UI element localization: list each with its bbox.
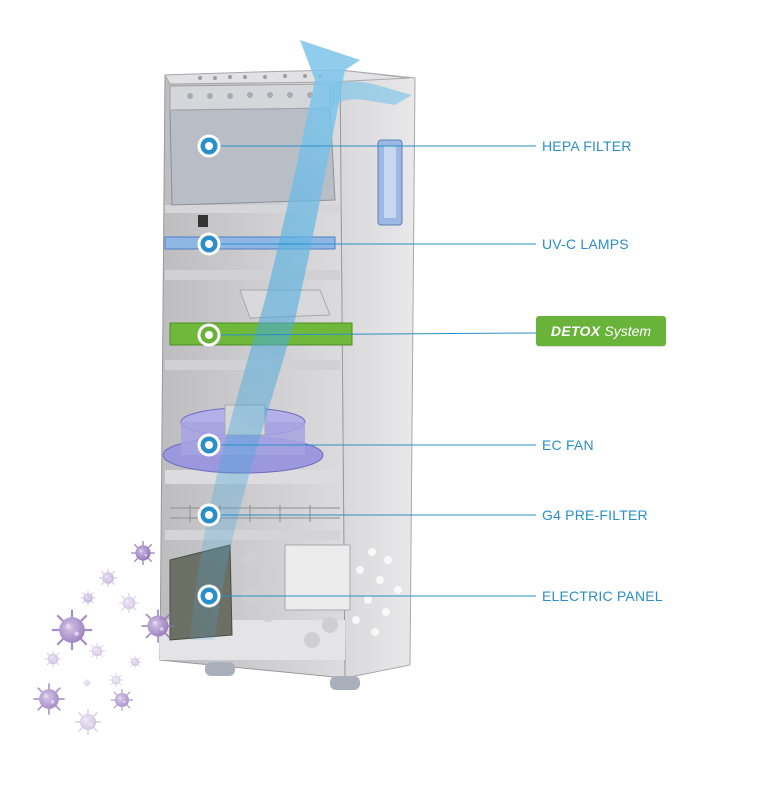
virus-particle-icon	[98, 568, 118, 588]
label-electric-panel: ELECTRIC PANEL	[542, 588, 663, 604]
detox-label-italic: System	[604, 323, 652, 339]
virus-particle-icon	[108, 672, 124, 688]
label-uvc-lamps: UV-C LAMPS	[542, 236, 629, 252]
virus-particles	[32, 540, 176, 736]
detox-label-bold: DETOX	[550, 323, 601, 339]
virus-particle-icon	[128, 655, 142, 669]
virus-particle-icon	[32, 682, 66, 716]
label-hepa-filter: HEPA FILTER	[542, 138, 632, 154]
virus-particle-icon	[140, 608, 176, 644]
callout-dots	[197, 134, 221, 608]
virus-particle-icon	[50, 608, 94, 652]
virus-particle-icon	[130, 540, 156, 566]
virus-particle-icon	[110, 688, 134, 712]
wheels	[205, 662, 360, 690]
airflow-arrow	[190, 40, 412, 640]
detox-system-badge: DETOX System	[536, 316, 666, 346]
virus-particle-icon	[44, 650, 62, 668]
virus-particle-icon	[88, 642, 106, 660]
leader-lines	[208, 145, 537, 597]
virus-particle-icon	[118, 592, 140, 614]
virus-particle-icon	[74, 708, 102, 736]
virus-particle-icon	[82, 678, 92, 688]
virus-particle-icon	[80, 590, 96, 606]
label-ec-fan: EC FAN	[542, 437, 594, 453]
label-g4-prefilter: G4 PRE-FILTER	[542, 507, 648, 523]
